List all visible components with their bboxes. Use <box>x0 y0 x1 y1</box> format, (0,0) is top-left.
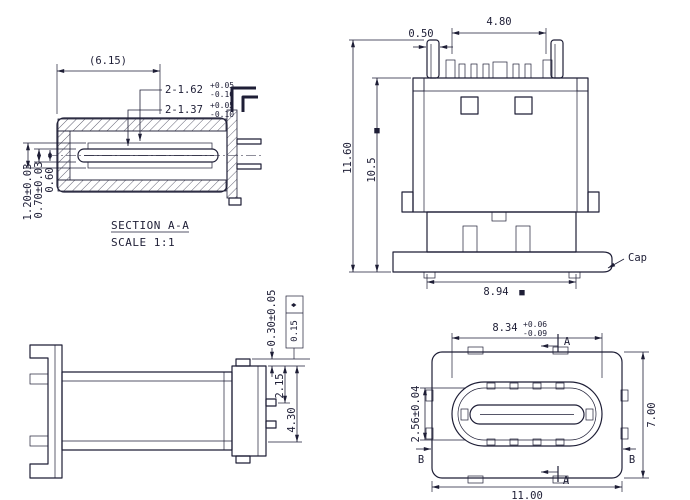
dim-opening-height: 2.56±0.04 <box>410 386 422 443</box>
connector-tongue <box>469 404 585 425</box>
gdt-value: 0.15 <box>290 320 300 342</box>
dim-pin-width: 0.50 <box>408 28 433 40</box>
section-a-label-bottom: A <box>563 475 570 487</box>
dim-slot1-tol-minus: -0.10 <box>210 90 234 99</box>
section-view: (6.15) 2-1.62 +0.05 -0.10 2-1.37 +0.05 -… <box>22 55 262 249</box>
top-view-section-marks: A A B B <box>416 334 636 487</box>
receptacle-opening <box>451 381 603 447</box>
gdt-symbol: ♦ <box>290 302 300 307</box>
side-view: 0.30±0.05 ♦ 0.15 2.15 4.30 <box>29 290 310 479</box>
dim-slot1: 2-1.62 <box>165 84 203 96</box>
front-view-geometry <box>392 39 613 279</box>
dim-opening-width: 8.34 <box>492 322 517 334</box>
dim-body-width: 8.94 <box>483 286 508 298</box>
section-view-dimensions: (6.15) 2-1.62 +0.05 -0.10 2-1.37 +0.05 -… <box>22 55 234 220</box>
section-b-label-right: B <box>629 454 635 466</box>
dim-shell-width: 11.00 <box>511 490 543 500</box>
dim-slot2: 2-1.37 <box>165 104 203 116</box>
dim-shell-height: 7.00 <box>646 402 658 427</box>
section-title: SECTION A-A <box>111 219 189 232</box>
top-view: A A B B 8.34 +0.06 -0.09 2.56±0.04 7.00 <box>410 320 658 500</box>
dim-slot1-tol-plus: +0.05 <box>210 81 234 90</box>
dim-offset-2: 4.30 <box>286 407 298 432</box>
dim-boss-height: 0.30±0.05 <box>266 290 278 347</box>
side-view-geometry <box>29 344 277 479</box>
section-view-caption: SECTION A-A SCALE 1:1 <box>111 219 189 249</box>
dim-total-height: 11.60 <box>342 142 354 174</box>
dim-opening-tol-plus: +0.06 <box>523 320 547 329</box>
dim-top-width: 4.80 <box>486 16 511 28</box>
cap-part <box>392 251 613 273</box>
dim-offset-1: 2.15 <box>274 373 286 398</box>
dim-slot2-tol-minus: -0.10 <box>210 110 234 119</box>
side-view-dimensions: 0.30±0.05 ♦ 0.15 2.15 4.30 <box>252 290 310 443</box>
dim-stack-height-1: 1.20±0.03 <box>22 164 34 221</box>
section-a-label-top: A <box>564 336 571 348</box>
cap-label: Cap <box>628 252 647 264</box>
front-view-dimensions: 4.80 0.50 11.60 10.5 ■ 8.94 ■ Cap <box>342 16 647 298</box>
dim-overall-width: (6.15) <box>89 55 127 67</box>
top-view-geometry <box>425 346 629 484</box>
inspection-marker-1: ■ <box>374 126 380 136</box>
front-view: 4.80 0.50 11.60 10.5 ■ 8.94 ■ Cap <box>342 16 647 298</box>
top-view-dimensions: 8.34 +0.06 -0.09 2.56±0.04 7.00 11.00 <box>410 320 658 500</box>
gdt-frame <box>285 295 304 349</box>
section-view-geometry <box>48 86 262 206</box>
dim-slot2-tol-plus: +0.05 <box>210 101 234 110</box>
dim-body-height: 10.5 <box>366 157 378 182</box>
dim-opening-tol-minus: -0.09 <box>523 329 547 338</box>
dim-stack-height-3: 0.60 <box>44 167 56 192</box>
dim-stack-height-2: 0.70±0.03 <box>33 162 45 219</box>
section-b-label-left: B <box>418 454 424 466</box>
inspection-marker-2: ■ <box>519 288 525 298</box>
section-scale: SCALE 1:1 <box>111 236 175 249</box>
